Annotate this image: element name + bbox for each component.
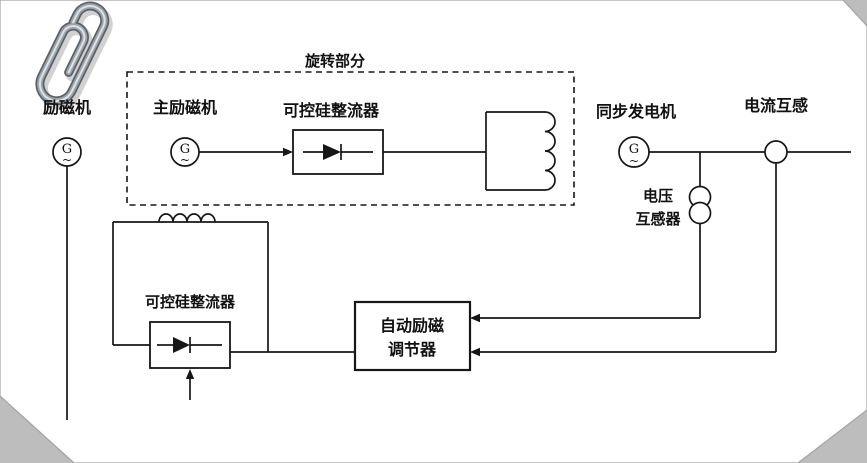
- current-transformer-symbol: [764, 140, 788, 164]
- arrowhead-ct-into-regulator: [470, 347, 480, 357]
- sync-generator-symbol: G ~: [618, 136, 650, 168]
- sync-generator-letter: G: [629, 142, 639, 157]
- sync-generator-label: 同步发电机: [596, 102, 676, 121]
- paperclip-icon: [35, 1, 113, 110]
- main-exciter-letter: G: [180, 142, 190, 157]
- arrowhead-gate-into-rectifier: [185, 369, 195, 379]
- rotating-section-boundary: [126, 71, 575, 206]
- wires: [66, 111, 851, 420]
- pilot-exciter-label: 励磁机: [43, 98, 91, 117]
- pilot-exciter-letter: G: [62, 142, 72, 157]
- exciter-field-coil: [158, 213, 216, 223]
- voltage-transformer-label-line2: 互感器: [635, 210, 681, 228]
- rotating-section-label: 旋转部分: [304, 52, 365, 70]
- pilot-exciter-symbol: G ~: [52, 137, 82, 167]
- main-exciter-circle: [170, 137, 200, 167]
- main-exciter-wave: ~: [180, 153, 190, 167]
- regulator-label-line1: 自动励磁: [380, 316, 444, 335]
- pilot-exciter-circle: [52, 137, 82, 167]
- arrowhead-pt-into-regulator: [470, 313, 480, 323]
- sync-generator-wave: ~: [629, 154, 639, 168]
- bottom-diode-triangle: [173, 337, 190, 353]
- voltage-transformer-label-line1: 电压: [643, 187, 673, 205]
- top-diode-triangle: [323, 144, 341, 160]
- main-exciter-symbol: G ~: [170, 137, 200, 167]
- sync-generator-circle: [618, 136, 650, 168]
- pilot-exciter-wave: ~: [62, 153, 72, 167]
- bottom-thyristor-symbol: [157, 337, 222, 353]
- regulator-label-line2: 调节器: [388, 340, 437, 359]
- main-exciter-label: 主励磁机: [153, 98, 217, 117]
- top-rectifier-label: 可控硅整流器: [283, 101, 380, 120]
- regulator-box: [353, 300, 472, 372]
- bottom-rectifier-label: 可控硅整流器: [145, 293, 236, 311]
- top-thyristor-symbol: [303, 144, 373, 160]
- paperclip-highlight: [38, 5, 106, 102]
- voltage-transformer-circle-bottom: [688, 201, 712, 225]
- field-winding-coil: [544, 111, 556, 191]
- current-transformer-label: 电流互感: [744, 96, 808, 115]
- arrowhead-into-top-rectifier: [283, 147, 293, 157]
- voltage-transformer-symbol: [688, 185, 712, 225]
